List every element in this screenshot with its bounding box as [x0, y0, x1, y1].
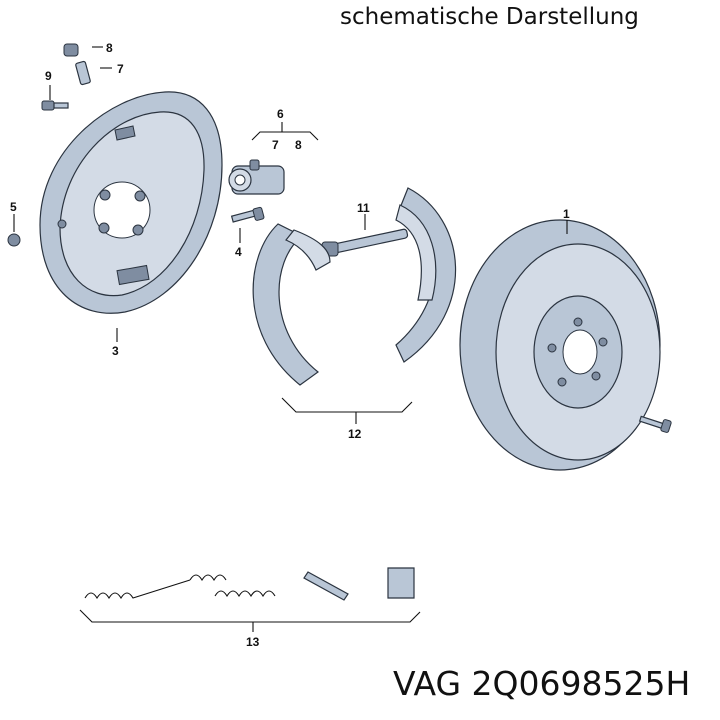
- label-3: 3: [112, 344, 119, 358]
- brake-drum: [459, 219, 661, 471]
- brake-shoe-right: [395, 187, 457, 363]
- diagram-caption: schematische Darstellung: [340, 4, 639, 30]
- label-7: 7: [272, 138, 279, 152]
- label-9: 9: [45, 69, 52, 83]
- drum-screw: [638, 415, 672, 433]
- adjuster: [318, 228, 409, 257]
- label-13: 13: [246, 635, 260, 649]
- label-4: 4: [235, 245, 242, 259]
- label-6: 6: [277, 107, 284, 121]
- bolt-4: [230, 206, 265, 223]
- label-8-top: 8: [106, 41, 113, 55]
- backing-plate: [39, 91, 223, 314]
- bleed-valve: [75, 60, 91, 86]
- label-7-top: 7: [117, 62, 124, 76]
- bolt-9: [41, 100, 69, 111]
- label-12: 12: [348, 427, 362, 441]
- brake-shoe-left: [252, 223, 331, 386]
- label-8: 8: [295, 138, 302, 152]
- leader-lines: [13, 46, 568, 632]
- wheel-cylinder: [228, 159, 285, 195]
- bleed-valve-cap: [63, 43, 79, 57]
- label-5: 5: [10, 200, 17, 214]
- label-1: 1: [563, 207, 570, 221]
- label-11: 11: [357, 201, 370, 215]
- nut-5: [7, 233, 21, 247]
- part-number: VAG 2Q0698525H: [393, 664, 691, 703]
- spring-set: [84, 567, 415, 601]
